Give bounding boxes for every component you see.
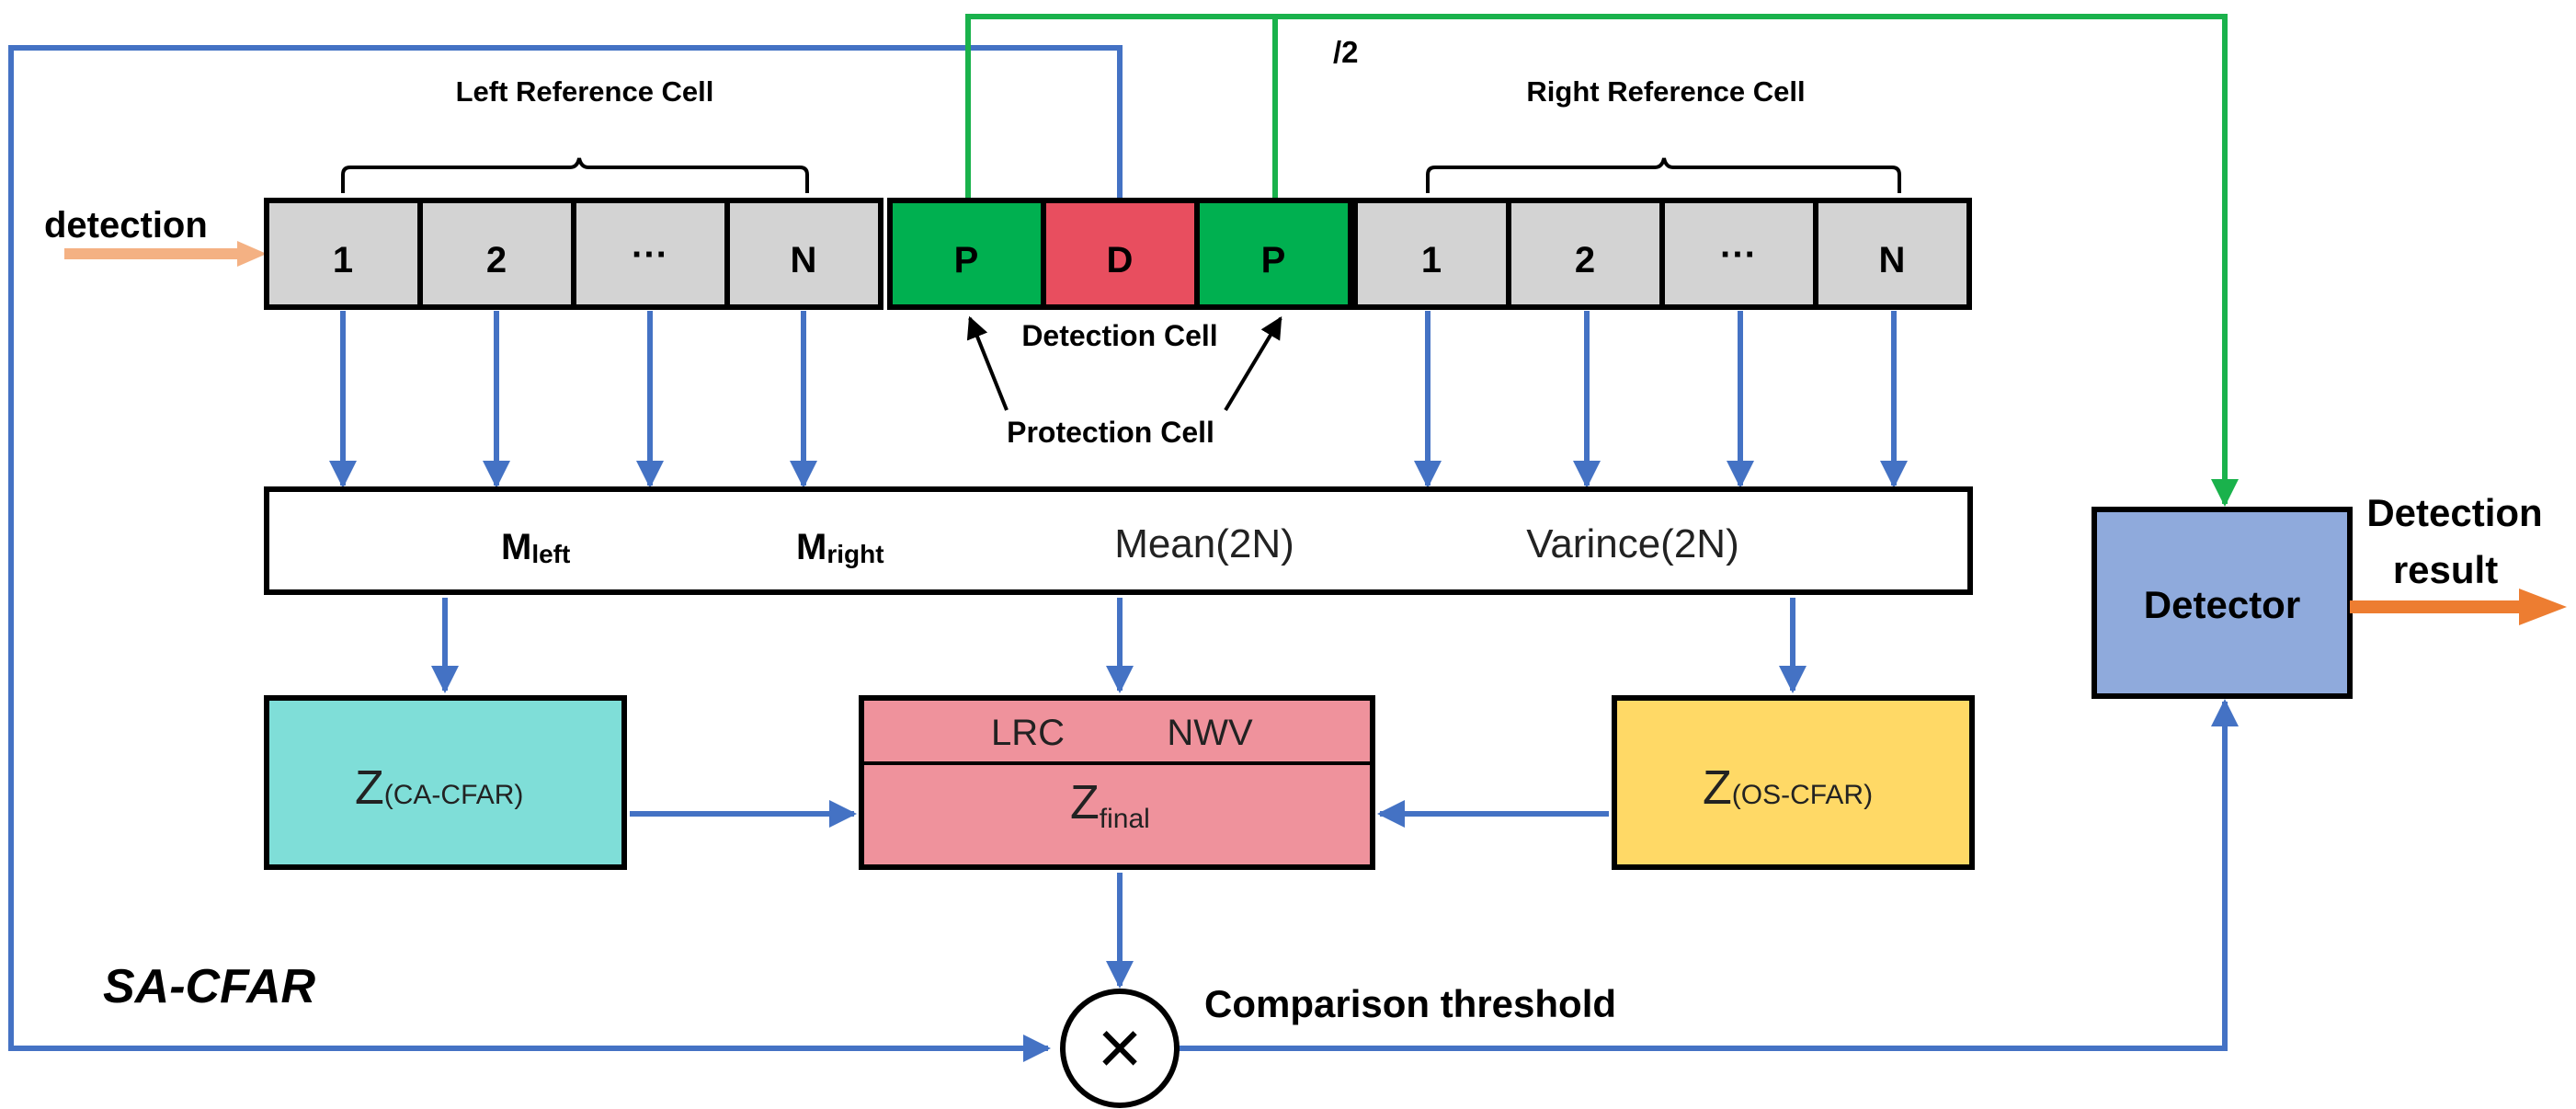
left-ref-cell-n — [724, 198, 883, 310]
comparator-circle — [1060, 989, 1180, 1108]
m-right-label: Mright — [796, 527, 884, 568]
detector-label: Detector — [2144, 583, 2300, 626]
detection-cell-caption: Detection Cell — [1021, 319, 1217, 352]
protection-line-left — [965, 14, 2239, 507]
z-final-box — [859, 695, 1375, 870]
comparison-threshold-label: Comparison threshold — [1204, 982, 1616, 1025]
detection-result-label-line2: result — [2393, 548, 2498, 591]
z-os-cfar-box — [1612, 695, 1975, 870]
z-ca-cfar-box — [264, 695, 627, 870]
detection-result-label-line1: Detection — [2366, 491, 2542, 534]
right-reference-label: Right Reference Cell — [1526, 75, 1805, 108]
right-ref-cell-n-label: N — [1879, 240, 1906, 280]
statistics-bar — [264, 486, 1973, 595]
right-ref-cell-dots-label: ··· — [1720, 234, 1757, 275]
right-ref-cell-n — [1813, 198, 1972, 310]
protection-cell-left — [887, 198, 1046, 310]
right-ref-cell-1-label: 1 — [1421, 240, 1442, 280]
m-left-label: Mleft — [501, 527, 570, 568]
detection-input-arrowhead — [237, 241, 267, 267]
detection-result-arrowhead — [2519, 589, 2567, 625]
protection-cell-caption: Protection Cell — [1007, 416, 1214, 449]
left-reference-label: Left Reference Cell — [456, 75, 714, 108]
feedback-line — [8, 45, 1123, 1062]
detection-cell-label: D — [1107, 240, 1134, 280]
nwv-label: NWV — [1167, 713, 1253, 753]
left-ref-cell-dots — [571, 198, 730, 310]
z-ca-cfar-label: Z(CA-CFAR) — [355, 761, 523, 815]
left-ref-cell-1-label: 1 — [333, 240, 353, 280]
sa-cfar-label: SA-CFAR — [103, 960, 316, 1013]
left-ref-cell-2-label: 2 — [486, 240, 507, 280]
mean-label: Mean(2N) — [1114, 521, 1294, 566]
protection-cell-right — [1194, 198, 1353, 310]
cell-to-stats-arrows — [329, 311, 1908, 488]
stats-to-z-arrows — [431, 598, 1807, 693]
protection-pointer-right — [1224, 315, 1282, 412]
protection-pointer-left — [966, 315, 1009, 411]
detection-input-label: detection — [44, 205, 208, 246]
right-reference-brace — [1426, 157, 1901, 193]
half-label: /2 — [1333, 35, 1359, 69]
right-ref-cell-2-label: 2 — [1575, 240, 1595, 280]
multiply-icon: × — [1097, 1004, 1142, 1091]
left-ref-cell-dots-label: ··· — [632, 234, 668, 275]
protection-cell-right-label: P — [1261, 240, 1286, 280]
z-final-label: Zfinal — [1070, 776, 1150, 834]
left-ref-cell-n-label: N — [791, 240, 817, 280]
lrc-label: LRC — [991, 713, 1065, 753]
threshold-to-detector-line — [1177, 699, 2239, 1051]
left-reference-brace — [341, 157, 809, 193]
protection-cell-left-label: P — [954, 240, 979, 280]
variance-label: Varince(2N) — [1526, 521, 1738, 566]
z-os-cfar-label: Z(OS-CFAR) — [1703, 761, 1873, 815]
detector-box — [2092, 507, 2353, 699]
cell-row: 1 2 ··· N P D P 1 2 ··· N — [264, 198, 1972, 310]
